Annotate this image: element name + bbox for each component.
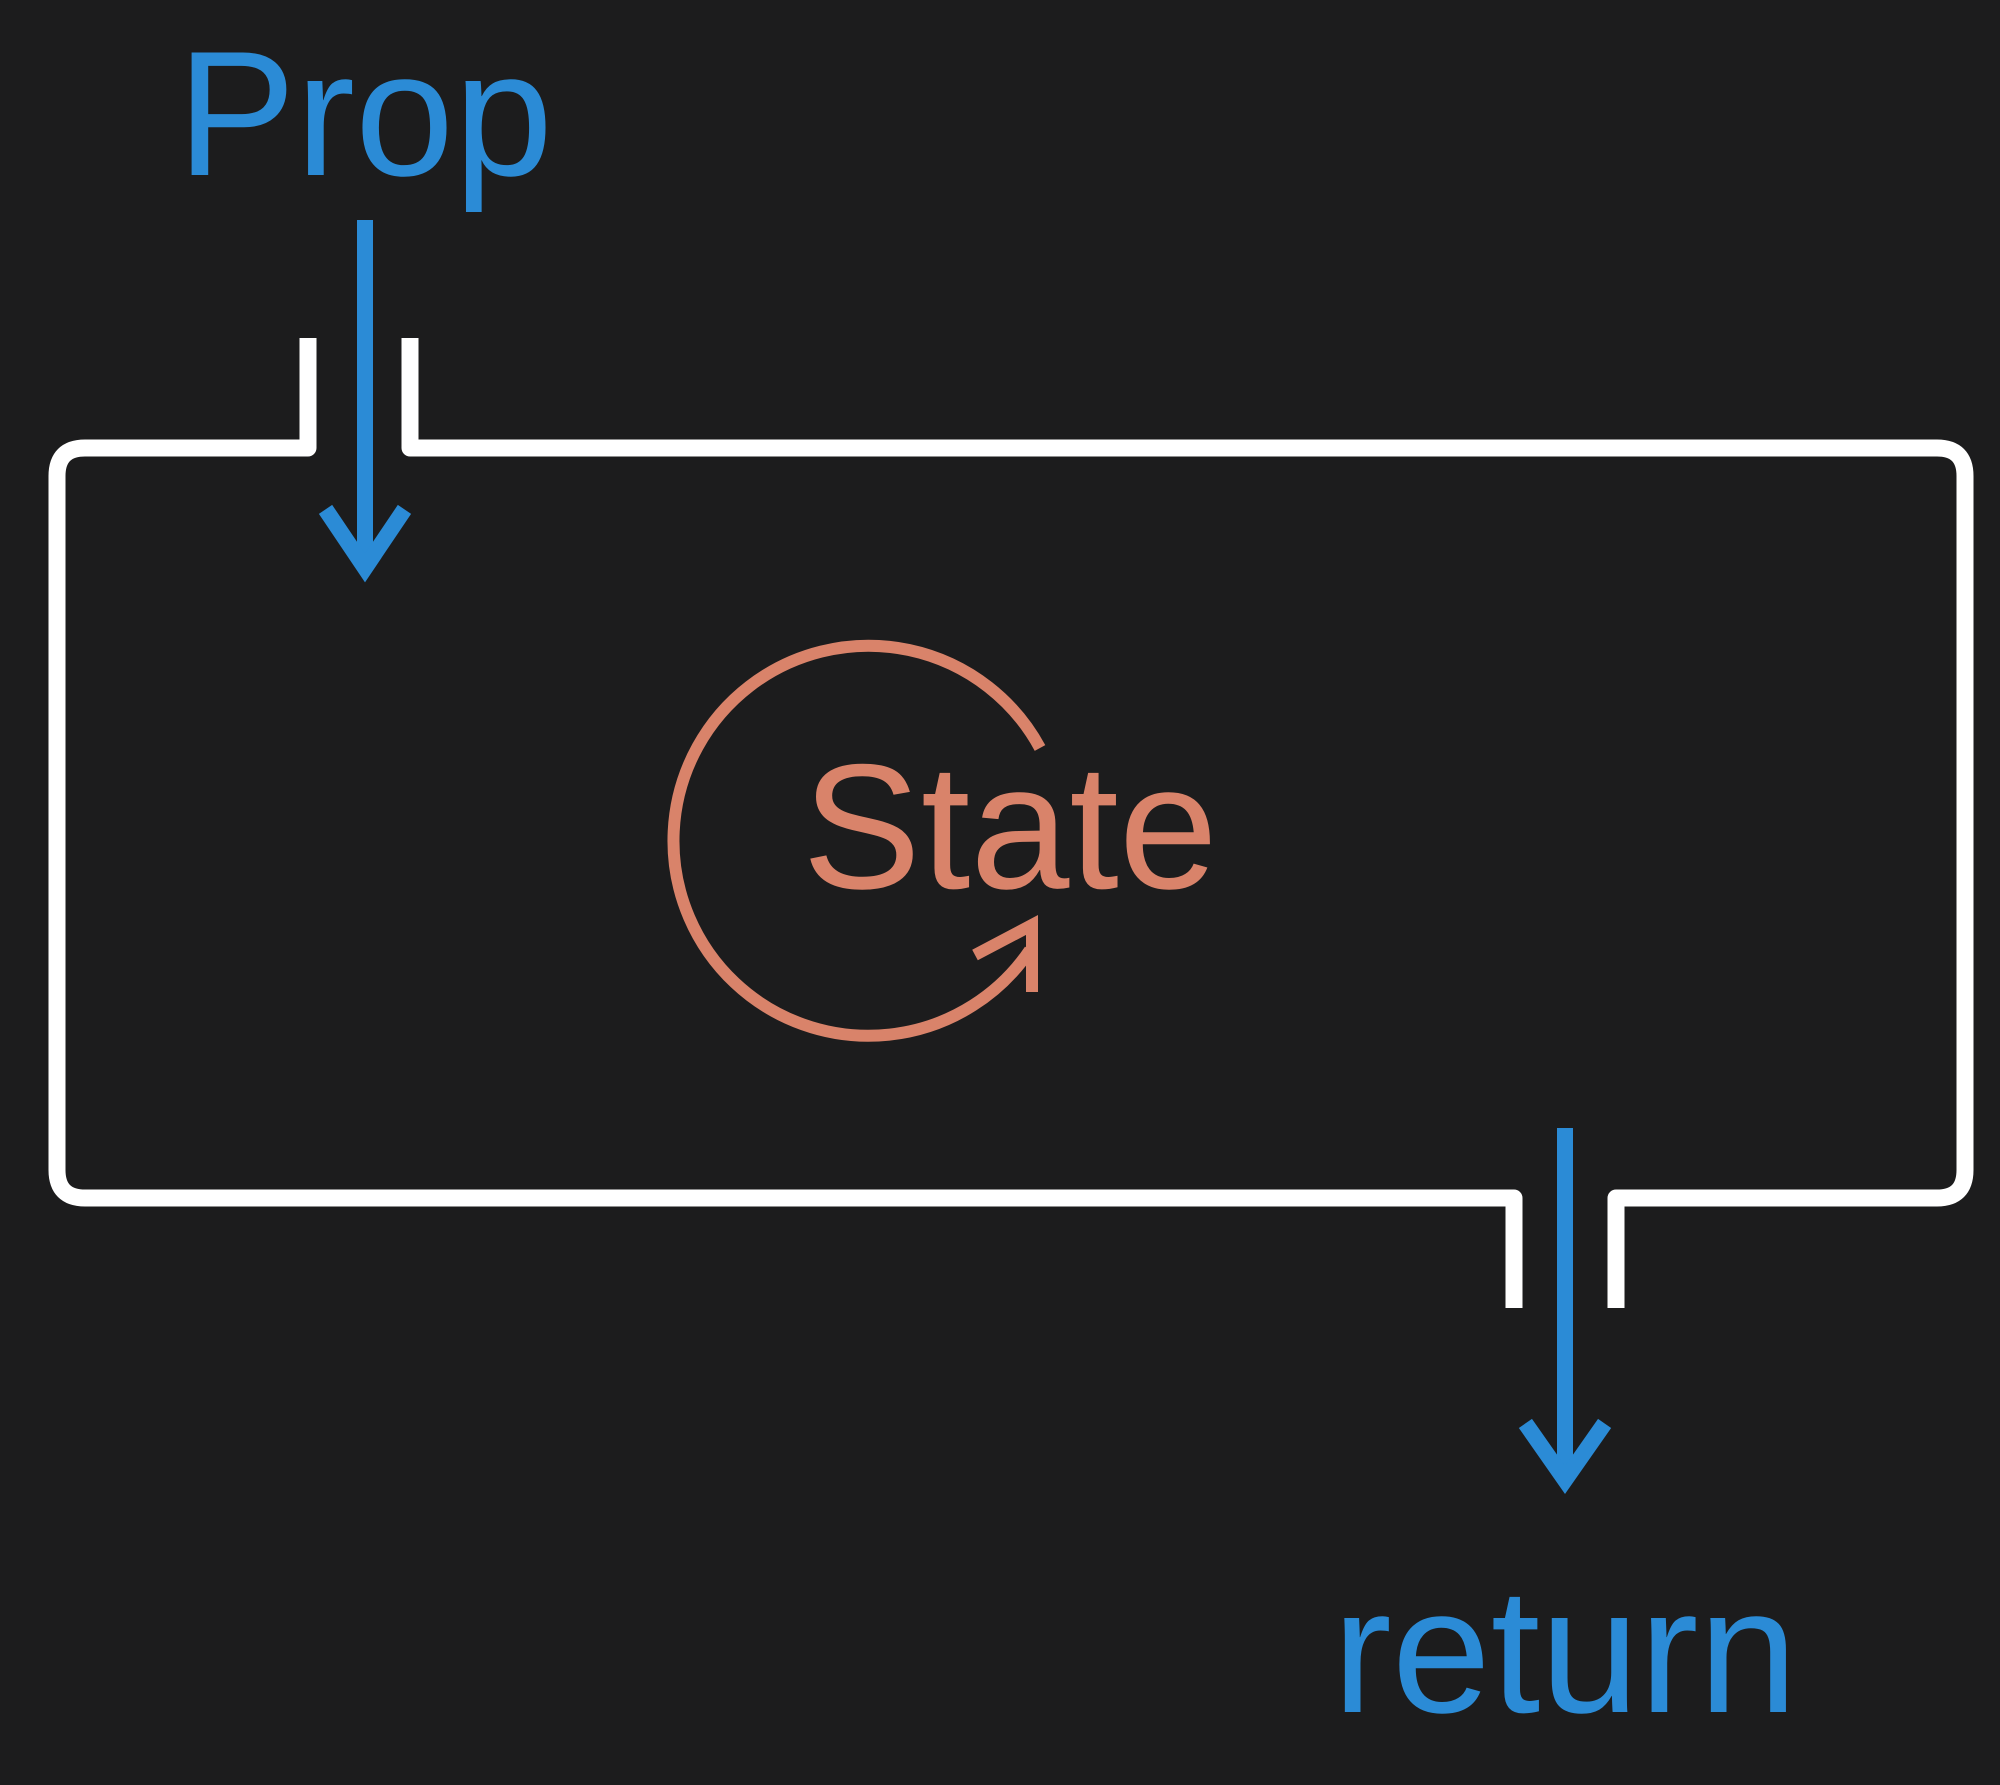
output-arrow (1518, 1128, 1612, 1494)
return-label: return (1333, 1551, 1798, 1750)
state-label: State (802, 727, 1218, 926)
circular-arrow-icon (667, 639, 1046, 1042)
input-arrow (318, 220, 412, 583)
component-box (48, 338, 1974, 1308)
prop-label: Prop (177, 14, 553, 213)
